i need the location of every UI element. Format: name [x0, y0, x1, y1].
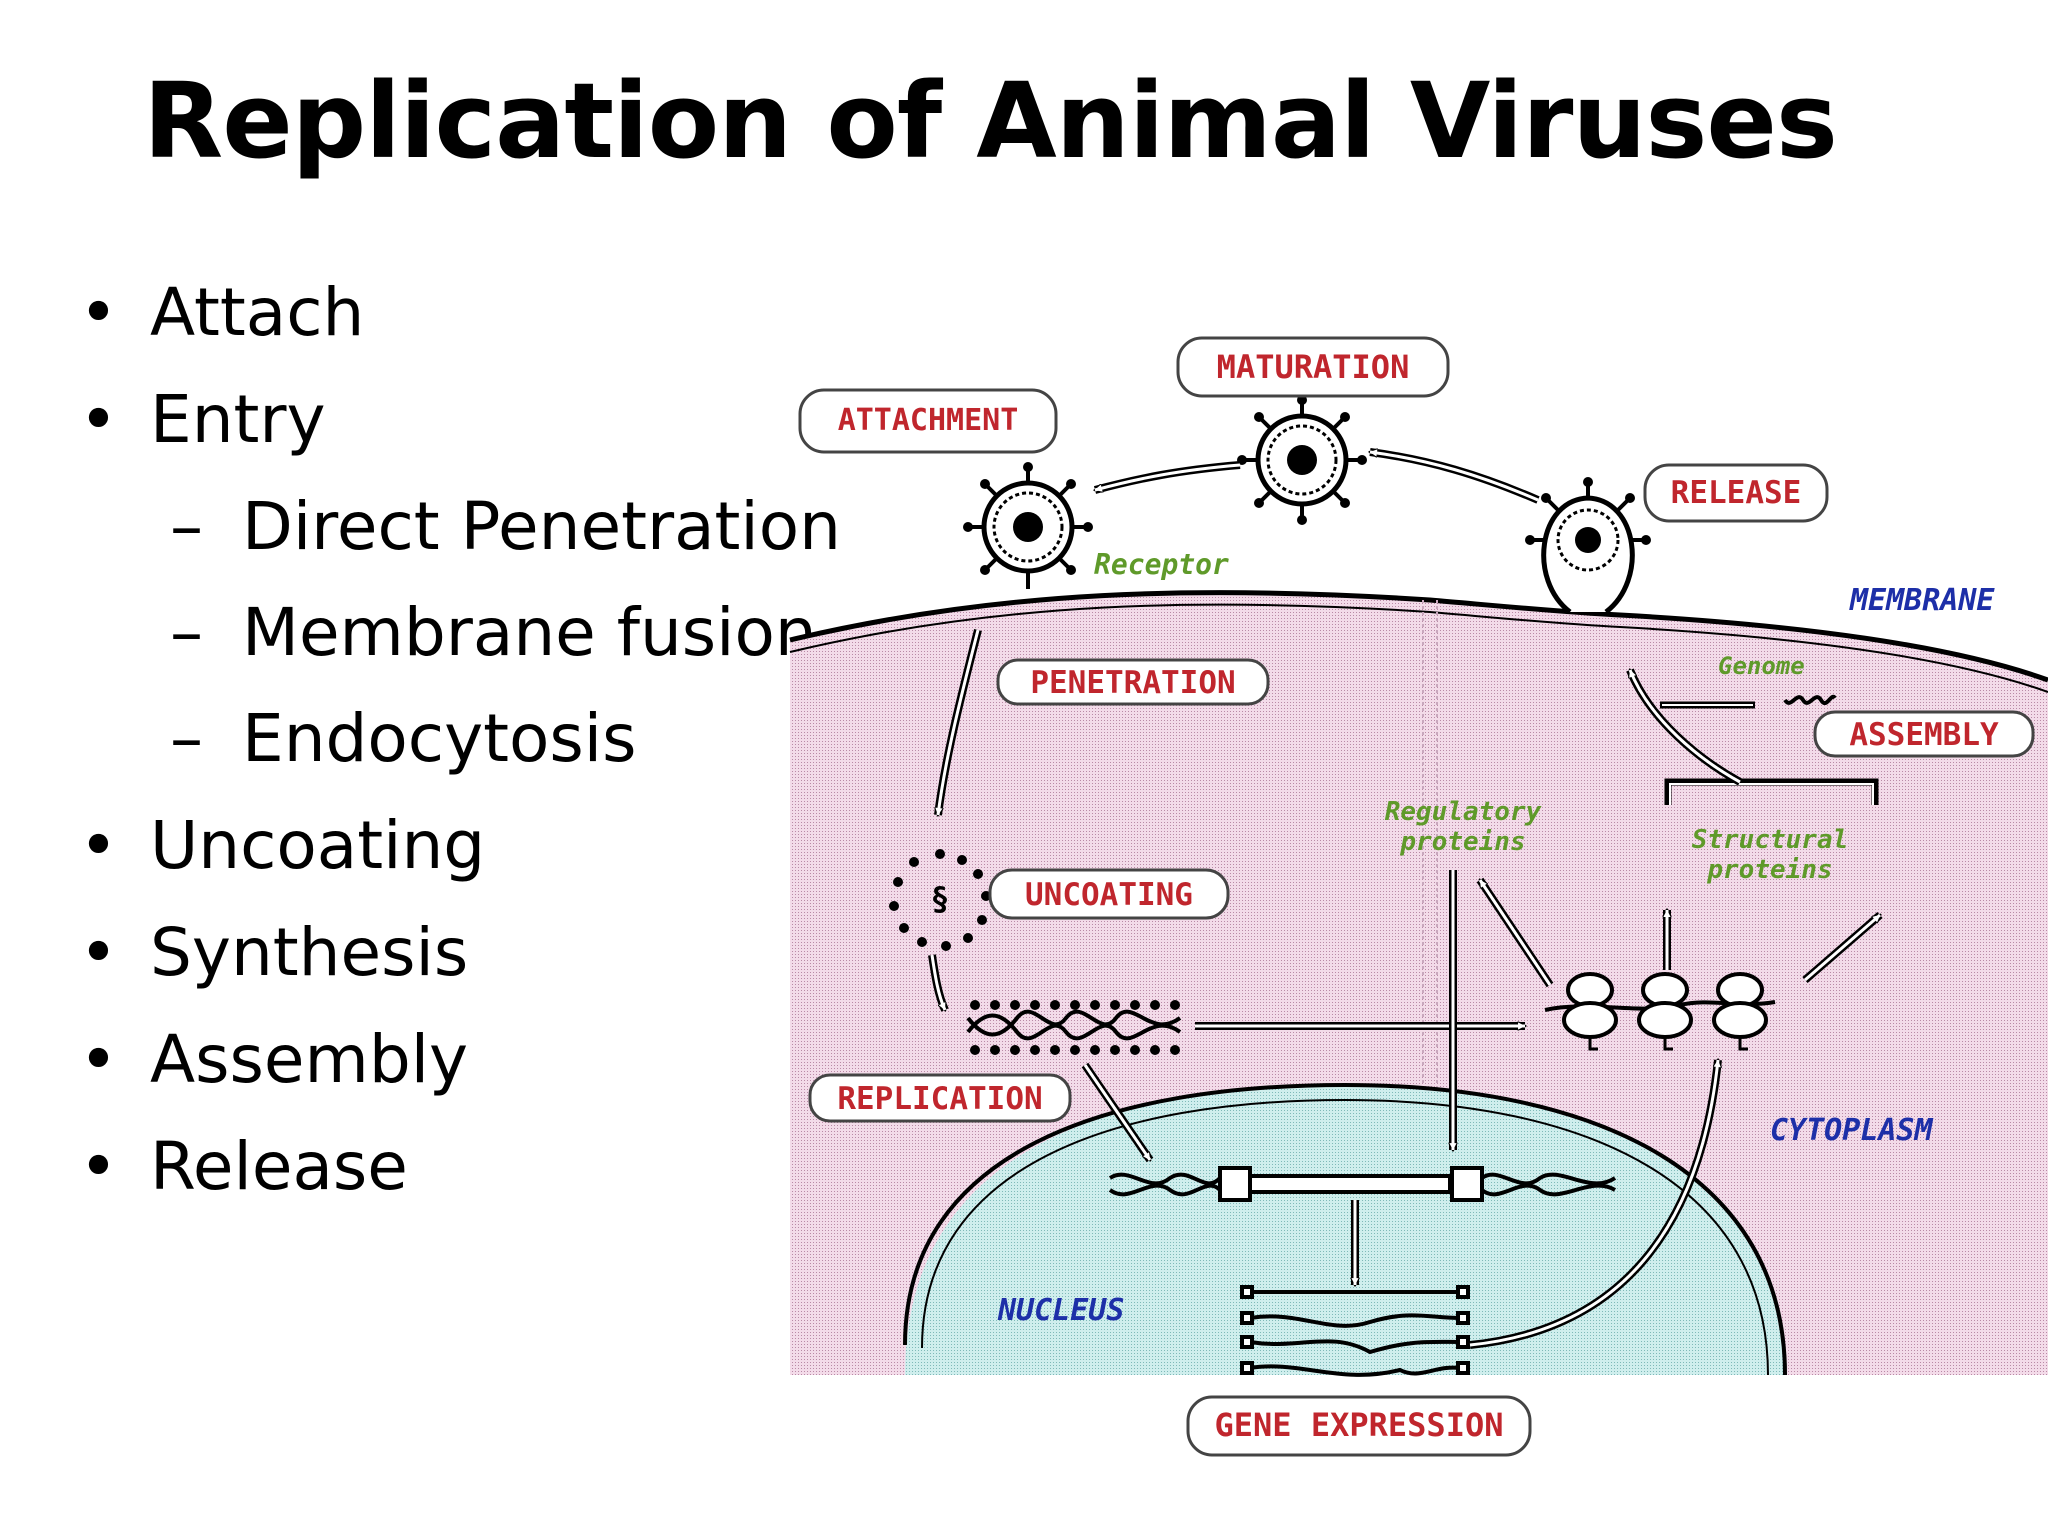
- slide-title: Replication of Animal Viruses: [143, 60, 1838, 182]
- dash-marker: –: [170, 594, 203, 671]
- bullet-text: Entry: [150, 381, 326, 458]
- cell-membrane: [789, 590, 2048, 683]
- virus-attachment-icon: [963, 462, 1093, 589]
- bullet-release: • Release: [79, 1128, 408, 1205]
- svg-text:§: §: [930, 880, 949, 918]
- sub-bullet-membrane-fusion: – Membrane fusion: [170, 594, 817, 671]
- virus-budding-icon: [1525, 477, 1651, 614]
- maturation-to-attachment-arrow: [1095, 461, 1241, 494]
- bullet-marker: •: [79, 807, 118, 884]
- replicating-dna-strand: [966, 1000, 1182, 1055]
- bullet-synthesis: • Synthesis: [79, 914, 469, 991]
- stage-attachment-label: ATTACHMENT: [838, 403, 1019, 438]
- bullet-text: Release: [150, 1128, 408, 1205]
- ribosomes-icon: [1544, 972, 1776, 1051]
- stage-release: RELEASE: [1643, 463, 1829, 523]
- bullet-text: Synthesis: [150, 914, 469, 991]
- bullet-text: Endocytosis: [242, 700, 637, 777]
- virus-maturation-icon: [1237, 395, 1367, 525]
- genome-label: Genome: [1718, 652, 1805, 680]
- release-to-maturation-arrow: [1370, 452, 1540, 504]
- mrna-strands-icon: [1240, 1285, 1470, 1377]
- nuclear-dna-icon: [1108, 1166, 1617, 1202]
- regulatory-proteins-label-line2: proteins: [1399, 827, 1525, 857]
- bullet-text: Assembly: [150, 1021, 469, 1098]
- stage-maturation-label: MATURATION: [1217, 348, 1410, 386]
- bullet-list: • Attach • Entry – Direct Penetration – …: [0, 0, 841, 1536]
- bullet-assembly: • Assembly: [79, 1021, 469, 1098]
- bullet-text: Direct Penetration: [242, 488, 841, 565]
- stage-penetration: PENETRATION: [996, 658, 1270, 706]
- stage-gene-expression-label: GENE EXPRESSION: [1215, 1406, 1504, 1444]
- dash-marker: –: [170, 488, 203, 565]
- sub-bullet-direct-penetration: – Direct Penetration: [170, 488, 841, 565]
- stage-release-label: RELEASE: [1671, 475, 1802, 511]
- bullet-attach: • Attach: [79, 274, 365, 351]
- genome-squiggle-icon: [1783, 694, 1837, 706]
- bullet-text: Attach: [150, 274, 365, 351]
- bullet-text: Uncoating: [150, 807, 486, 884]
- structural-proteins-label-line2: proteins: [1706, 855, 1832, 885]
- stage-assembly-label: ASSEMBLY: [1849, 717, 1999, 753]
- stage-attachment: ATTACHMENT: [798, 388, 1058, 454]
- bullet-marker: •: [79, 1021, 118, 1098]
- bullet-marker: •: [79, 274, 118, 351]
- stage-uncoating-label: UNCOATING: [1025, 877, 1193, 913]
- cytoplasm-label: CYTOPLASM: [1770, 1113, 1933, 1148]
- bullet-marker: •: [79, 1128, 118, 1205]
- bullet-text: Membrane fusion: [242, 594, 817, 671]
- bullet-entry: • Entry: [79, 381, 326, 458]
- receptor-label: Receptor: [1094, 548, 1229, 581]
- membrane-label: MEMBRANE: [1849, 583, 1995, 618]
- sub-bullet-endocytosis: – Endocytosis: [170, 700, 637, 777]
- stage-replication-label: REPLICATION: [837, 1081, 1042, 1117]
- regulatory-proteins-label-line1: Regulatory: [1385, 797, 1542, 827]
- stage-uncoating: UNCOATING: [988, 868, 1230, 920]
- dash-marker: –: [170, 700, 203, 777]
- stage-maturation: MATURATION: [1176, 336, 1450, 398]
- assembly-bracket: [1664, 778, 1879, 805]
- stage-assembly: ASSEMBLY: [1813, 710, 2035, 758]
- bullet-marker: •: [79, 914, 118, 991]
- bullet-marker: •: [79, 381, 118, 458]
- nucleus-region: [905, 1085, 1785, 1375]
- stage-gene-expression: GENE EXPRESSION: [1186, 1395, 1532, 1457]
- bullet-uncoating: • Uncoating: [79, 807, 486, 884]
- stage-replication: REPLICATION: [808, 1073, 1072, 1123]
- nuclear-envelope: [903, 1082, 1787, 1376]
- structural-proteins-label-line1: Structural: [1692, 825, 1849, 855]
- nucleus-label: NUCLEUS: [997, 1293, 1124, 1328]
- stage-penetration-label: PENETRATION: [1030, 665, 1235, 701]
